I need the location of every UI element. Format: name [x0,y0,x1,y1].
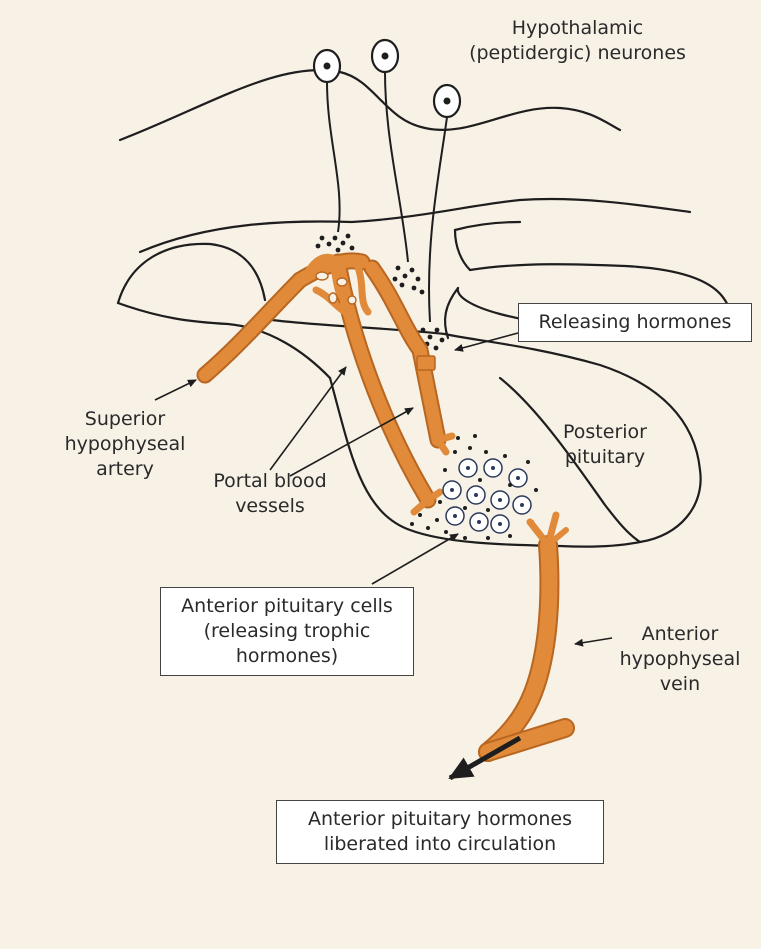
superior-hypophyseal-artery-label: Superior hypophyseal artery [45,407,205,482]
anterior-pituitary-cells-box: Anterior pituitary cells (releasing trop… [160,587,414,676]
hypothalamic-neurones-label: Hypothalamic (peptidergic) neurones [455,16,700,66]
releasing-hormones-box: Releasing hormones [518,303,752,342]
anterior-hypophyseal-vein-label: Anterior hypophyseal vein [610,622,750,697]
posterior-pituitary-label: Posterior pituitary [550,420,660,470]
portal-blood-vessels-label: Portal blood vessels [195,469,345,519]
anterior-pituitary-hormones-box: Anterior pituitary hormones liberated in… [276,800,604,864]
